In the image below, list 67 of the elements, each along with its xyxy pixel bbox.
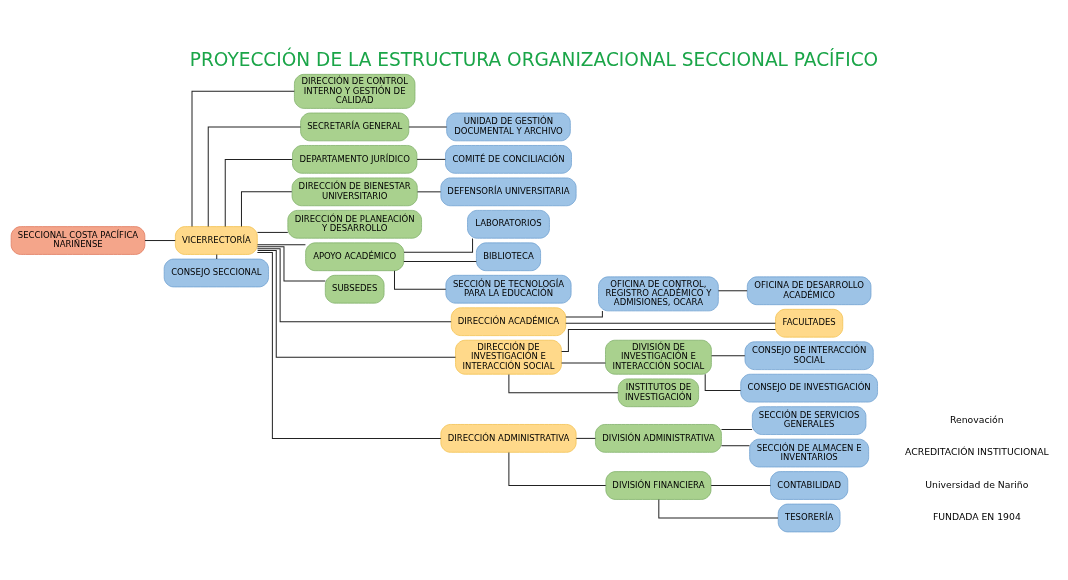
node-box: BIBLIOTECA — [476, 242, 541, 272]
connector — [561, 328, 776, 353]
node-box: CONTABILIDAD — [770, 471, 849, 500]
connector — [721, 429, 753, 430]
connector — [403, 260, 477, 262]
connector — [191, 90, 295, 227]
connector — [704, 373, 742, 391]
connector — [565, 322, 776, 324]
node-box: APOYO ACADÉMICO — [305, 242, 405, 272]
connector — [416, 158, 446, 160]
label: ACREDITACIÓN INSTITUCIONAL — [905, 446, 1049, 458]
connector — [717, 290, 748, 292]
node-box: DIRECCIÓN DE CONTROL INTERNO Y GESTIÓN DE CALIDAD — [294, 74, 416, 109]
node-box: SECCIÓN DE ALMACEN E INVENTARIOS — [749, 438, 870, 468]
node-box: DIRECCIÓN ADMINISTRATIVA — [440, 424, 577, 453]
connector — [257, 250, 456, 358]
connector — [256, 248, 452, 323]
node-box: SECCIÓN DE SERVICIOS GENERALES — [751, 406, 867, 435]
node-box: SUBSEDES — [324, 274, 385, 304]
node-box: SECCIONAL COSTA PACÍFICA NARIÑENSE — [10, 226, 146, 255]
node-box: OFICINA DE DESARROLLO ACADÉMICO — [746, 276, 872, 306]
node-box: DIVISIÓN FINANCIERA — [605, 471, 712, 500]
connector — [721, 445, 750, 447]
node-box: CONSEJO SECCIONAL — [163, 258, 269, 288]
label: Renovación — [950, 414, 1004, 426]
node-box: OFICINA DE CONTROL, REGISTRO ACADÉMICO Y ADMISIONES, OCARA — [598, 276, 719, 312]
node-box: SECRETARÍA GENERAL — [300, 112, 410, 142]
connector — [394, 270, 447, 290]
label: FUNDADA EN 1904 — [932, 511, 1021, 523]
connector — [256, 246, 326, 282]
node-box: TESORERÍA — [777, 503, 841, 533]
node-box: DIRECCIÓN DE INVESTIGACIÓN E INTERACCIÓN SOCIAL — [455, 339, 562, 375]
connector — [224, 158, 293, 227]
node-box: DIVISIÓN ADMINISTRATIVA — [595, 424, 722, 453]
connector — [240, 191, 293, 227]
connector — [416, 191, 442, 193]
connector — [508, 373, 619, 394]
connector — [207, 126, 302, 228]
connector — [257, 231, 289, 233]
node-box: DIRECCIÓN ACADÉMICA — [450, 307, 567, 336]
connector — [144, 240, 176, 242]
connector — [711, 355, 746, 357]
connector — [508, 452, 607, 487]
node-box: CONSEJO DE INVESTIGACIÓN — [740, 373, 878, 403]
node-box: CONSEJO DE INTERACCIÓN SOCIAL — [744, 341, 874, 370]
node-box: FACULTADES — [775, 308, 844, 338]
connector — [256, 252, 442, 439]
node-box: UNIDAD DE GESTIÓN DOCUMENTAL Y ARCHIVO — [446, 112, 571, 142]
node-box: INSTITUTOS DE INVESTIGACIÓN — [617, 378, 699, 408]
connector — [216, 254, 218, 260]
node-box: VICERRECTORÍA — [175, 226, 258, 255]
connector — [403, 238, 474, 253]
node-box: SECCIÓN DE TECNOLOGÍA PARA LA EDUCACIÓN — [445, 274, 572, 304]
node-box: LABORATORIOS — [467, 210, 550, 239]
node-box: DIVISIÓN DE INVESTIGACIÓN E INTERACCIÓN SOCIAL — [605, 339, 712, 375]
node-box: COMITÉ DE CONCILIACIÓN — [445, 145, 572, 174]
node-box: DEPARTAMENTO JURÍDICO — [292, 145, 418, 174]
connector — [658, 499, 779, 519]
connector — [565, 310, 603, 318]
label: Universidad de Nariño — [925, 478, 1029, 490]
connector — [575, 437, 596, 439]
node-box: DIRECCIÓN DE BIENESTAR UNIVERSITARIO — [291, 177, 418, 207]
node-box: DIRECCIÓN DE PLANEACIÓN Y DESARROLLO — [287, 210, 422, 239]
connector — [710, 485, 771, 487]
diagram-title: PROYECCIÓN DE LA ESTRUCTURA ORGANIZACIONAL SECCIONAL PACÍFICO — [189, 49, 879, 71]
node-box: DEFENSORÍA UNIVERSITARIA — [440, 177, 577, 207]
connector — [257, 244, 306, 246]
